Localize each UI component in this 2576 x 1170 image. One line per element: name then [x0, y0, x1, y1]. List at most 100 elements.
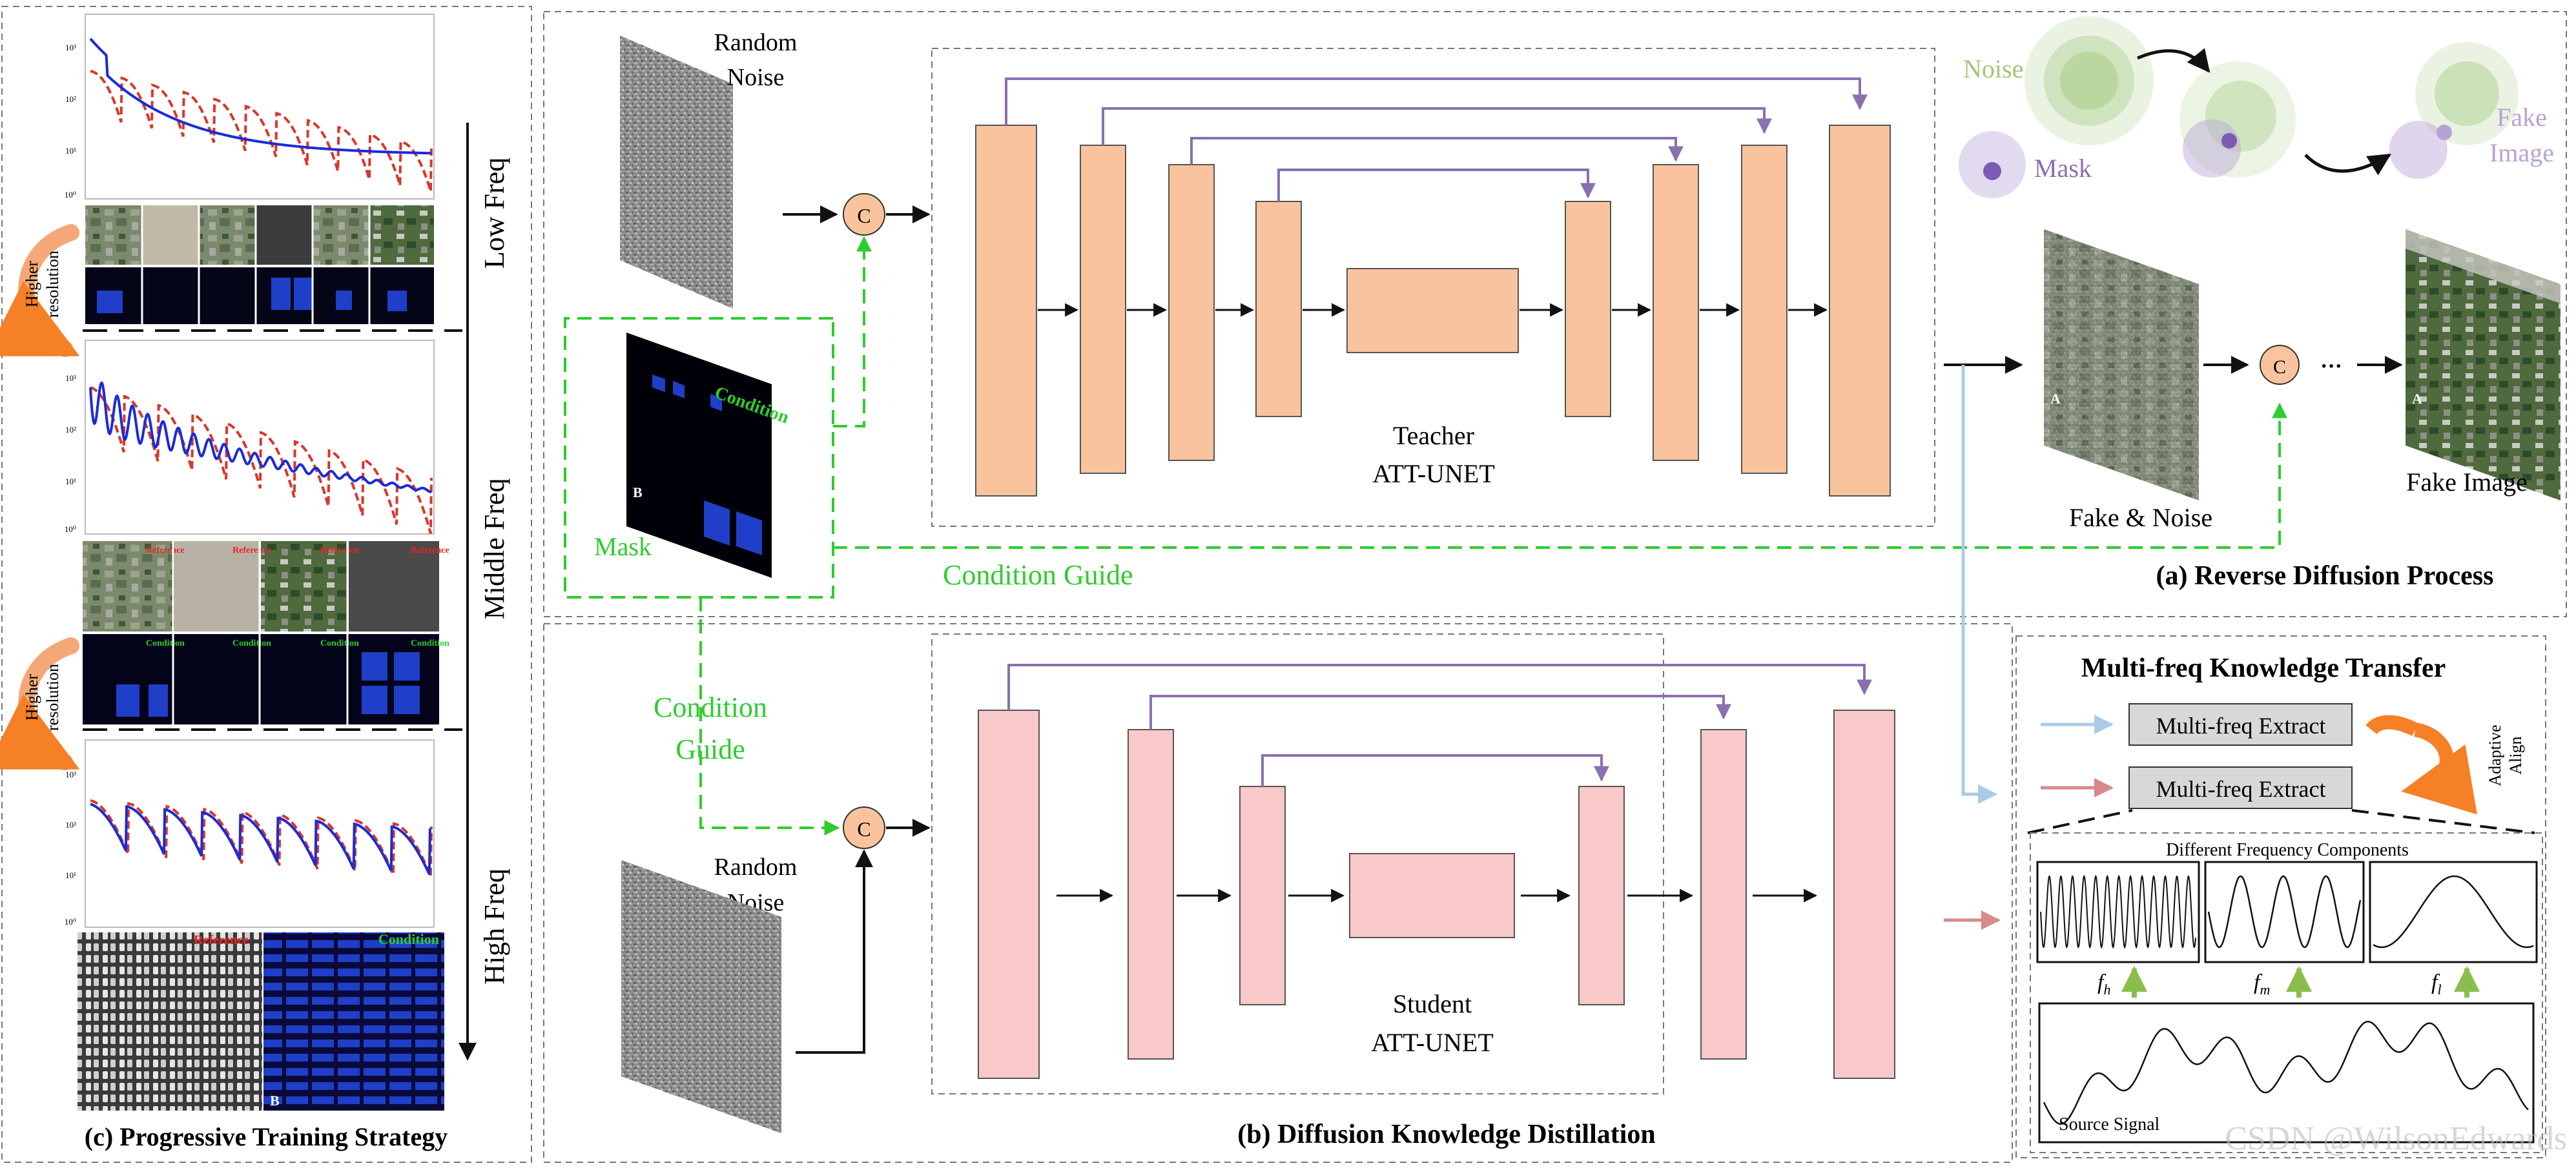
fl-label: fl — [2431, 970, 2442, 998]
student-box — [931, 633, 1664, 1094]
teacher-box — [931, 48, 1935, 527]
random-noise-image-bottom — [621, 860, 781, 1133]
ytick: 10³ — [65, 373, 76, 383]
teacher-enc-block — [1080, 145, 1126, 474]
higher-resolution-label: Higher — [23, 261, 41, 308]
low-frequency-wave — [2373, 875, 2534, 949]
thumb-label-condition: Condition — [411, 639, 449, 648]
adaptive-align-arrow — [2401, 723, 2478, 815]
condition-guide-label: Condition Guide — [943, 559, 1133, 591]
extract-label: Multi-freq Extract — [2156, 713, 2326, 739]
red-curve — [90, 799, 433, 878]
concat-label: C — [857, 204, 871, 227]
middle-freq-label: Middle Freq — [479, 478, 510, 620]
diffusion-legend: Noise Mask Fake Image — [1959, 16, 2554, 198]
fh-label: fh — [2097, 970, 2110, 998]
teacher-enc-block — [1255, 201, 1302, 417]
thumb-label-condition: Condition — [320, 639, 359, 648]
high-freq-label: High Freq — [479, 868, 510, 985]
spectrum-chart-middle: 10³ 10² 10¹ 10⁰ — [65, 340, 435, 535]
zoom-line — [2027, 809, 2133, 834]
ytick: 10⁰ — [65, 917, 76, 927]
student-dec-block — [1833, 710, 1895, 1079]
mask-image — [626, 333, 772, 578]
extract-box-teacher — [2128, 703, 2353, 746]
ytick: 10² — [65, 820, 76, 830]
panel-a-border — [543, 11, 2567, 617]
thumb-label-reference: Reference — [146, 546, 185, 555]
legend-mask-label: Mask — [2034, 154, 2092, 183]
legend-noise-label: Noise — [1963, 54, 2023, 83]
fake-image — [2406, 229, 2561, 500]
random-noise-label: Random — [714, 854, 798, 881]
thumb-label-condition: Condition — [378, 931, 439, 947]
components-title: Different Frequency Components — [2166, 840, 2409, 860]
teacher-enc-block — [975, 125, 1037, 497]
extract-label: Multi-freq Extract — [2156, 776, 2326, 802]
guide-to-teacher — [833, 236, 872, 427]
blue-curve — [90, 803, 432, 876]
low-freq-label: Low Freq — [479, 158, 510, 269]
higher-resolution-label: Higher — [23, 674, 41, 721]
random-noise-label: Noise — [727, 64, 785, 91]
student-label: Student — [1393, 989, 1472, 1018]
concat-node — [843, 806, 885, 849]
thumb-label-condition: Condition — [232, 639, 271, 648]
thumbnail-strip-high: Reference Condition B — [77, 931, 444, 1111]
zoom-line — [2351, 809, 2535, 834]
thumbnail-strip-middle: Reference Reference Reference Reference … — [83, 541, 449, 724]
fake-noise-corner-label: A — [2050, 391, 2061, 407]
teacher-unet — [975, 77, 1891, 497]
ellipsis: ··· — [2320, 354, 2342, 378]
adaptive-label: Adaptive — [2486, 724, 2504, 786]
teacher-label: ATT-UNET — [1372, 459, 1495, 488]
spectrum-chart-high: 10³ 10² 10¹ 10⁰ — [65, 739, 435, 928]
teacher-bottleneck — [1346, 268, 1519, 353]
teacher-to-transfer-arrow — [1961, 365, 1997, 804]
frequency-detail-box — [2030, 832, 2543, 1153]
transfer-panel-border — [2015, 635, 2546, 1158]
student-dec-block — [1700, 729, 1747, 1060]
student-unet — [978, 664, 1895, 1079]
random-noise-image — [620, 36, 733, 309]
condition-guide-label-bottom: Condition — [654, 692, 767, 723]
concat-label: C — [857, 817, 871, 841]
source-signal-label: Source Signal — [2059, 1114, 2160, 1134]
condition-guide-line — [833, 402, 2287, 549]
thumb-label-reference: Reference — [411, 546, 449, 555]
concat-node — [843, 193, 885, 236]
ytick: 10⁰ — [65, 190, 76, 200]
panel-b-title: (b) Diffusion Knowledge Distillation — [1237, 1120, 1656, 1149]
student-enc-block — [1128, 729, 1174, 1060]
ytick: 10¹ — [65, 870, 76, 880]
mid-frequency-wave — [2207, 875, 2362, 949]
ytick: 10¹ — [65, 146, 76, 156]
thumb-corner-b: B — [270, 1093, 280, 1109]
concat-node — [2260, 345, 2300, 385]
teacher-dec-block — [1741, 145, 1788, 474]
student-label: ATT-UNET — [1371, 1028, 1494, 1057]
condition-guide-label-bottom: Guide — [675, 734, 745, 765]
blue-curve — [89, 381, 432, 493]
legend-fake-label: Fake — [2497, 103, 2547, 132]
adaptive-align-arrow-tail — [2365, 715, 2418, 736]
mask-label: Mask — [594, 532, 652, 561]
thumb-label-condition: Condition — [146, 639, 185, 648]
extract-box-student — [2128, 766, 2353, 809]
ytick: 10¹ — [65, 477, 76, 486]
spectrum-chart-low: 10³ 10² 10¹ 10⁰ — [65, 14, 435, 200]
mask-image-corner-label: B — [633, 484, 643, 500]
teacher-label: Teacher — [1393, 421, 1474, 450]
panel-a-title: (a) Reverse Diffusion Process — [2156, 561, 2494, 591]
higher-resolution-arrow-2 — [0, 637, 80, 770]
ytick: 10⁰ — [65, 524, 76, 534]
adaptive-label: Align — [2506, 736, 2525, 774]
blue-curve — [89, 37, 432, 155]
thumb-label-reference: Reference — [232, 546, 271, 555]
teacher-dec-block — [1653, 164, 1699, 461]
red-curve — [90, 386, 433, 534]
arrow — [796, 849, 873, 1054]
guide-to-student — [699, 597, 840, 836]
student-enc-block — [1239, 786, 1286, 1005]
